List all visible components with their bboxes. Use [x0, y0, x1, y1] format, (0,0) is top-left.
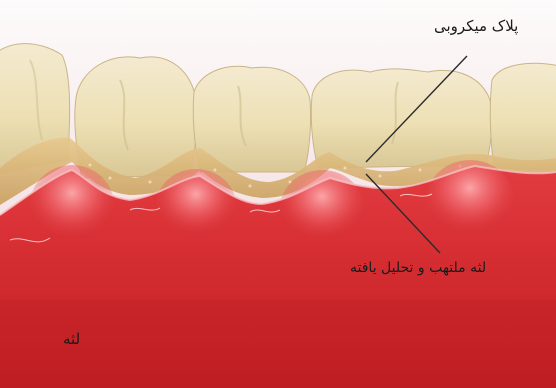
plaque-label: پلاک میکروبی [434, 17, 518, 35]
tooth-5 [490, 63, 556, 170]
inflamed-gum-label: لثه ملتهب و تحلیل یافته [350, 260, 486, 276]
gum-label: لثه [63, 330, 80, 348]
tooth-4 [311, 69, 491, 168]
